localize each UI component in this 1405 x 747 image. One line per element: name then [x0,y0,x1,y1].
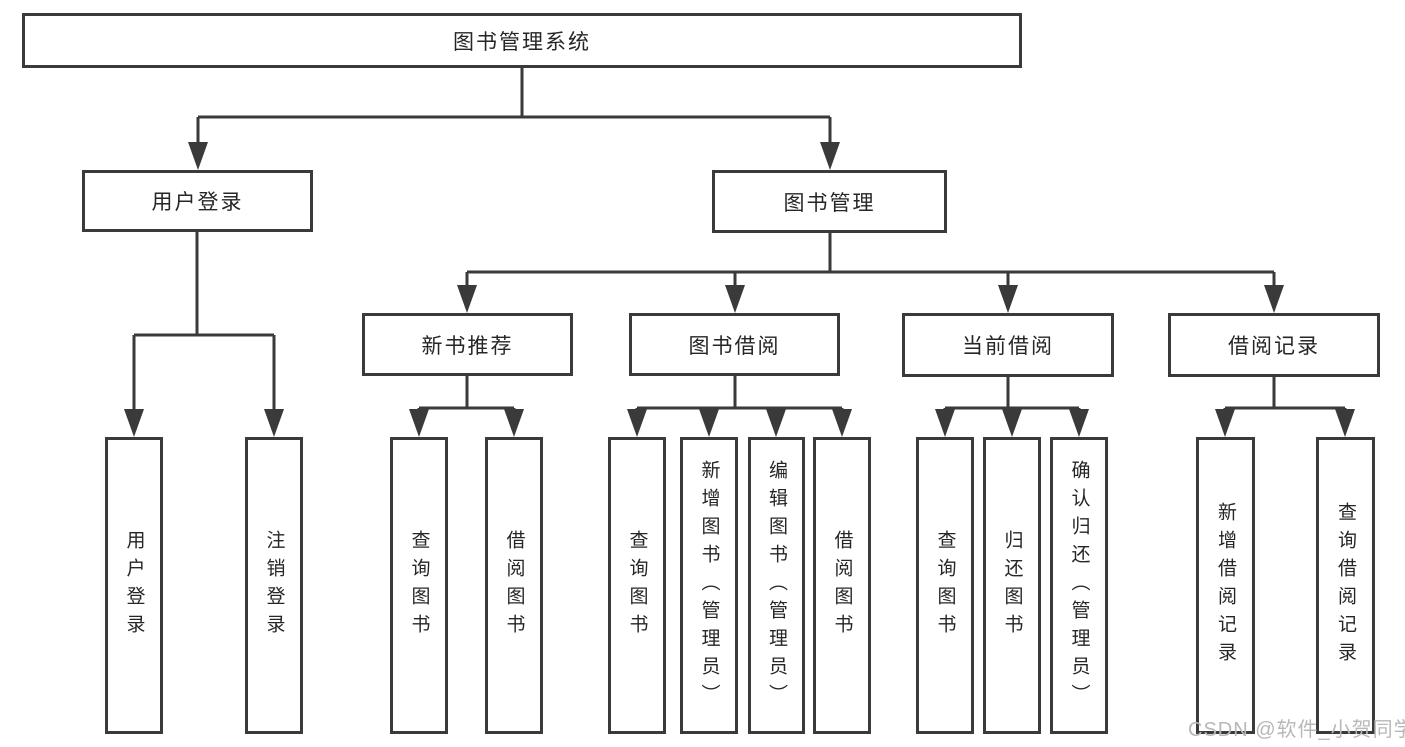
node-label: 查询图书 [408,529,430,642]
node-label: 查询图书 [934,529,956,642]
leaf-query-books-recommend: 查询图书 [390,437,448,734]
node-label: 借阅图书 [503,529,525,642]
node-label: 新书推荐 [421,334,514,358]
node-current-borrowing: 当前借阅 [902,313,1114,377]
node-book-borrowing: 图书借阅 [629,313,840,376]
node-label: 借阅图书 [831,529,853,642]
leaf-query-borrow-record: 查询借阅记录 [1316,437,1375,734]
node-book-management: 图书管理 [712,170,947,233]
node-label: 图书管理系统 [453,30,591,54]
node-new-book-recommend: 新书推荐 [362,313,573,376]
node-label: 图书管理 [783,191,876,215]
node-label: 新增图书（管理员） [698,459,720,712]
node-label: 查询图书 [626,529,648,642]
leaf-borrow-books-borrowing: 借阅图书 [813,437,871,734]
node-label: 编辑图书（管理员） [766,459,787,712]
node-label: 用户登录 [151,191,244,214]
leaf-edit-books-admin: 编辑图书（管理员） [748,437,805,734]
node-label: 查询借阅记录 [1335,501,1356,670]
csdn-watermark: CSDN @软件_小贺同学 [1188,719,1405,741]
leaf-add-books-admin: 新增图书（管理员） [680,437,738,734]
node-label: 确认归还（管理员） [1068,459,1090,712]
node-label: 图书借阅 [688,334,781,358]
node-label: 新增借阅记录 [1215,501,1236,670]
leaf-confirm-return-admin: 确认归还（管理员） [1050,437,1108,734]
node-borrowing-records: 借阅记录 [1168,313,1380,377]
leaf-user-login: 用户登录 [105,437,163,734]
node-user-login: 用户登录 [82,170,313,232]
node-label: 用户登录 [123,529,145,642]
leaf-borrow-books-recommend: 借阅图书 [485,437,543,734]
leaf-add-borrow-record: 新增借阅记录 [1196,437,1255,734]
leaf-query-books-borrowing: 查询图书 [608,437,666,734]
leaf-logout: 注销登录 [245,437,303,734]
node-label: 归还图书 [1001,529,1023,642]
leaf-return-books: 归还图书 [983,437,1041,734]
node-root-library-system: 图书管理系统 [22,13,1022,68]
node-label: 当前借阅 [962,335,1054,358]
leaf-query-books-current: 查询图书 [916,437,974,734]
node-label: 注销登录 [263,529,285,642]
node-label: 借阅记录 [1228,335,1320,358]
